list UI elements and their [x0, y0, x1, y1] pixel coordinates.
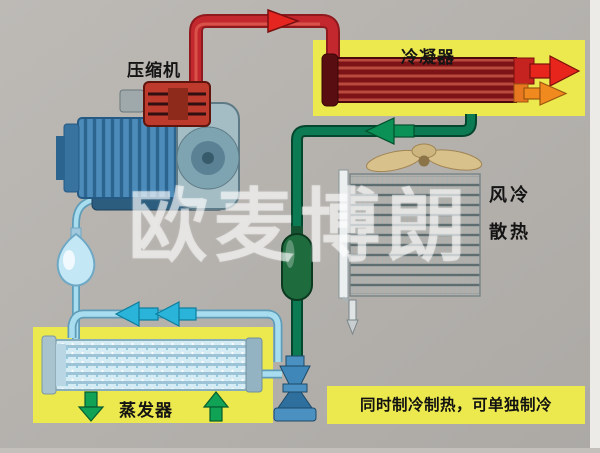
evaporator-illustration: [41, 335, 263, 395]
compressor-label: 压缩机: [127, 61, 181, 81]
air-cooling-label-line2: 散热: [489, 222, 531, 243]
fan-icon: [366, 143, 483, 173]
hot-gas-flow-arrow-icon: [267, 8, 301, 34]
air-cooling-label: 风冷 散热: [489, 177, 531, 251]
evaporator-inflow-arrow-icon: [202, 391, 230, 422]
accumulator-tank: [56, 227, 96, 287]
condenser-illustration: [321, 53, 535, 107]
condenser-warm-outlet-arrow-icon: [523, 81, 568, 106]
caption-panel: [327, 386, 585, 424]
caption-text: 同时制冷制热，可单独制冷: [359, 396, 552, 414]
compressor-illustration: [56, 81, 240, 211]
evaporator-label: 蒸发器: [119, 401, 173, 421]
chilled-water-pipe: [67, 193, 283, 379]
evaporator-outflow-arrow-icon: [77, 391, 105, 422]
condenser-label: 冷凝器: [401, 48, 455, 68]
air-cooled-coil-illustration: [338, 169, 481, 336]
hot-gas-pipe: [189, 14, 340, 102]
pump-valve-illustration: [273, 355, 317, 422]
return-flow-arrow-icon: [364, 117, 415, 145]
condenser-hot-outlet-arrow-icon: [529, 55, 581, 87]
chilled-flow-arrow-icon-2: [154, 301, 197, 327]
receiver-tank: [281, 226, 313, 301]
air-cooling-label-line1: 风冷: [489, 185, 531, 206]
